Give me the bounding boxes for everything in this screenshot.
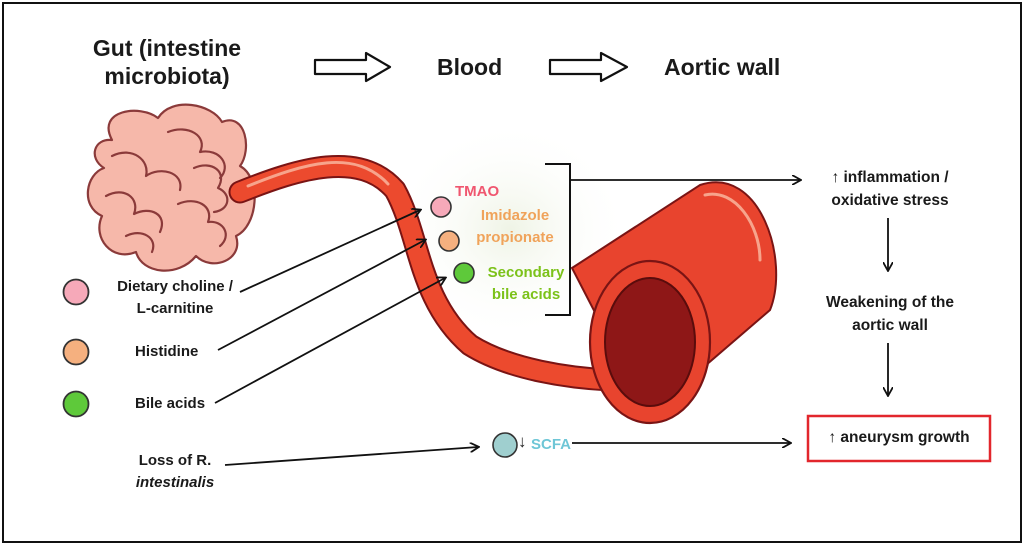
flow-arrow-1 (313, 51, 392, 83)
weakening-label: Weakening of the aortic wall (825, 294, 955, 334)
secondary-bile-acids-label: Secondary bile acids (487, 264, 565, 303)
histidine-dot (62, 338, 90, 366)
arrow-choline-to-tmao (239, 210, 420, 293)
aneurysm-box (806, 414, 992, 463)
secondary-bile-acids-dot (453, 262, 475, 284)
tmao-label: TMAO (455, 183, 500, 200)
histidine-label: Histidine (135, 343, 199, 360)
choline-label: Dietary choline / L-carnitine (117, 278, 233, 317)
inflammation-label: ↑ inflammation / oxidative stress (831, 169, 949, 209)
imidazole-dot (438, 230, 460, 252)
aortic-wall-title: Aortic wall (664, 54, 781, 80)
vessel-highlight (246, 161, 390, 188)
aorta-cylinder-icon (570, 181, 778, 425)
tmao-dot (430, 196, 452, 218)
arrow-histidine-to-imidazole (217, 240, 425, 351)
scfa-label: SCFA (531, 436, 572, 453)
scfa-dot (492, 432, 518, 458)
blood-title: Blood (437, 54, 503, 80)
intestine-icon (86, 103, 256, 272)
flow-arrow-2 (548, 51, 629, 83)
gut-title: Gut (intestine microbiota) (92, 35, 242, 89)
blood-vessel (230, 156, 620, 390)
scfa-down-arrow: ↓ (518, 432, 527, 451)
bile-acids-dot (62, 390, 90, 418)
aneurysm-label: ↑ aneurysm growth (828, 429, 970, 446)
loss-label: Loss of R. intestinalis (135, 452, 215, 491)
arrow-loss-to-scfa (224, 447, 478, 466)
choline-dot (62, 278, 90, 306)
arrow-bileacids-to-secondary (214, 278, 445, 404)
bile-acids-label: Bile acids (135, 395, 206, 412)
metabolite-bracket (545, 163, 571, 316)
imidazole-label: Imidazole propionate (476, 207, 554, 246)
